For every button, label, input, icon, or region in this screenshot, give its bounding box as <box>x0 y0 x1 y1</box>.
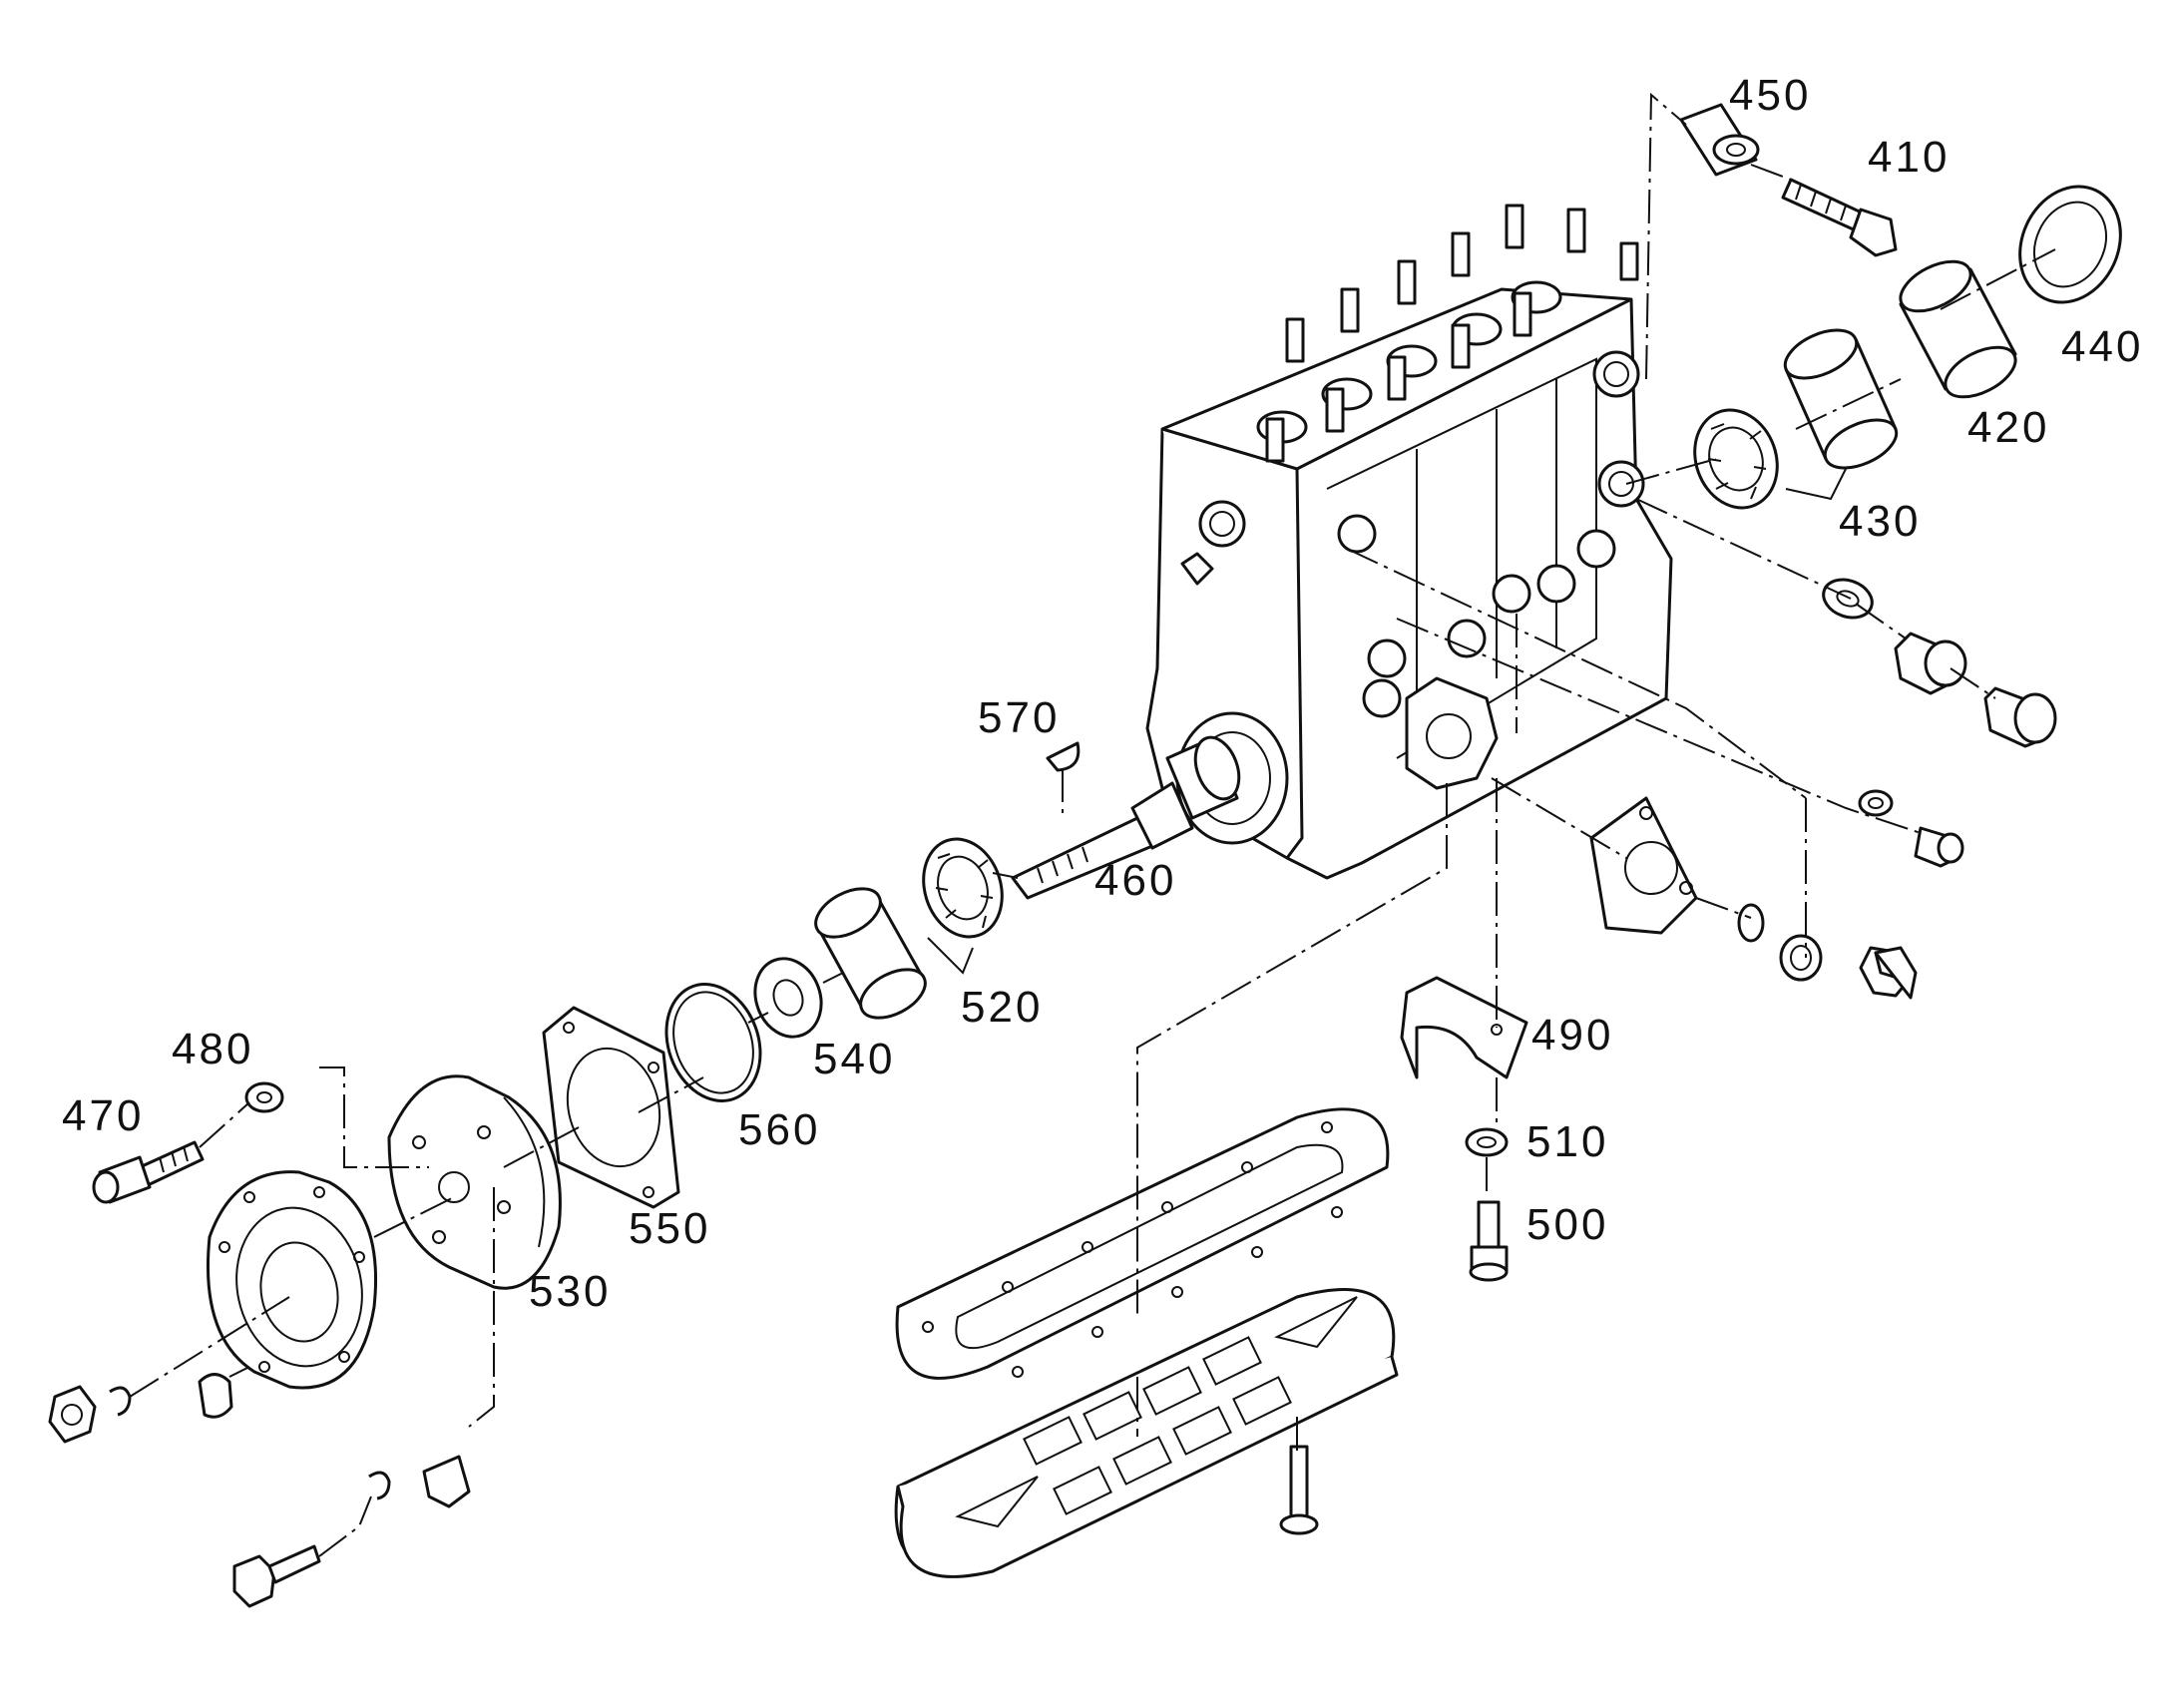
callout-540: 540 <box>813 1035 895 1083</box>
callout-450: 450 <box>1729 71 1811 120</box>
pump-housing <box>1145 204 1673 880</box>
bracket-430 <box>1785 468 1847 501</box>
part-420-bearing-cup <box>1899 259 2017 399</box>
part-560-o-ring <box>664 983 762 1102</box>
callout-560: 560 <box>738 1105 820 1154</box>
part-470-socket-screw <box>92 1140 205 1204</box>
callout-570: 570 <box>978 693 1060 742</box>
callout-520: 520 <box>961 983 1043 1032</box>
lower-left-fasteners <box>48 1373 471 1608</box>
part-430-roller-bearing <box>1693 408 1779 510</box>
callout-420: 420 <box>1967 403 2049 452</box>
part-500-cap-screw <box>1469 1200 1509 1282</box>
callout-530: 530 <box>529 1267 611 1316</box>
drive-hub <box>206 1170 378 1390</box>
part-430-bearing-race <box>1783 328 1899 470</box>
leader-lines <box>129 92 2056 1557</box>
callout-500: 500 <box>1526 1200 1608 1249</box>
part-outer-race <box>814 887 927 1020</box>
part-540-seal <box>753 957 823 1039</box>
callout-510: 510 <box>1526 1117 1608 1166</box>
part-flange-right <box>1589 796 1698 935</box>
callout-550: 550 <box>629 1204 710 1253</box>
bottom-cover-plate <box>894 1288 1399 1578</box>
part-530-timer-flange <box>387 1074 562 1290</box>
part-440-ring <box>2018 185 2122 304</box>
housing-studs <box>1265 204 1639 463</box>
callout-440: 440 <box>2061 322 2143 371</box>
bottom-screw <box>1279 1445 1319 1535</box>
part-490-bearing-half <box>1400 976 1528 1079</box>
callout-470: 470 <box>62 1091 144 1140</box>
part-460-camshaft <box>1011 735 1241 900</box>
callout-460: 460 <box>1094 856 1176 905</box>
callout-480: 480 <box>172 1025 253 1073</box>
part-480-washer <box>244 1081 284 1113</box>
callout-490: 490 <box>1531 1011 1613 1060</box>
bottom-gasket <box>895 1107 1390 1380</box>
right-fittings <box>1737 578 2057 1000</box>
callout-430: 430 <box>1839 497 1921 546</box>
part-450-sleeve <box>1679 103 1760 177</box>
part-550-cover-plate <box>542 1006 680 1209</box>
bracket-520 <box>927 937 974 975</box>
callouts: 450 410 440 420 430 570 460 520 480 470 … <box>62 71 2143 1316</box>
callout-410: 410 <box>1868 133 1950 182</box>
part-570-woodruff-key <box>1046 741 1081 772</box>
part-410-banjo-bolt <box>1781 178 1898 257</box>
part-510-washer <box>1465 1127 1509 1157</box>
part-520-roller-bearing <box>922 837 1004 939</box>
